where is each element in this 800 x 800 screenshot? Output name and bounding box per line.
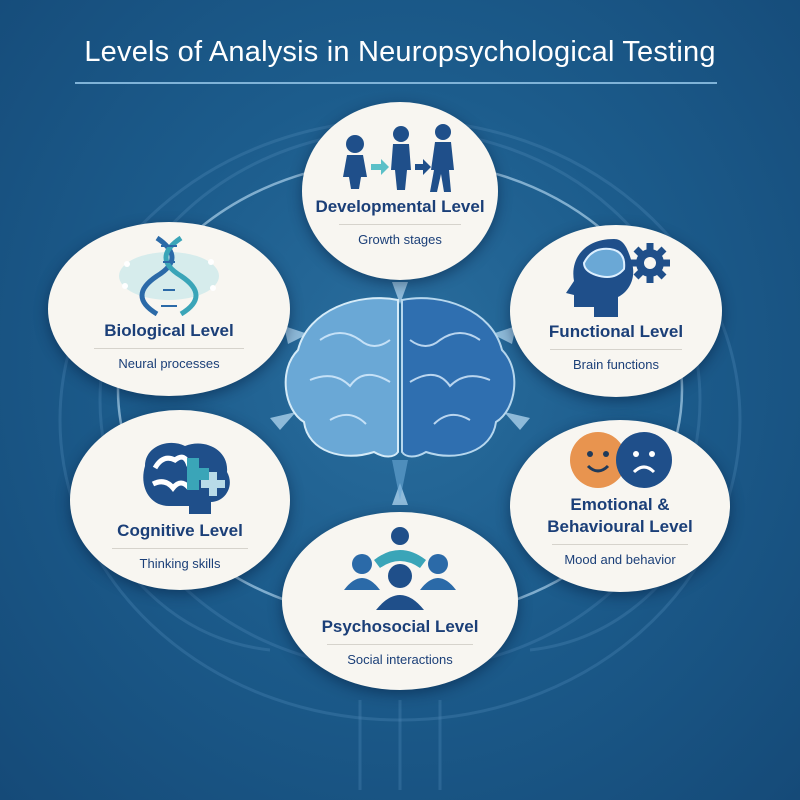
level-label: Cognitive Level [117,521,243,540]
people-group-icon [344,527,456,610]
level-description: Social interactions [347,652,453,667]
level-developmental: Developmental Level Growth stages [302,102,498,280]
dna-icon [119,235,219,316]
level-label: Functional Level [548,322,684,341]
level-description: Neural processes [118,356,220,371]
brain-puzzle-icon [143,442,230,514]
level-label: Biological Level [104,321,234,340]
child-growth-icon [343,124,454,192]
level-description: Growth stages [358,232,442,247]
level-description: Thinking skills [139,556,221,571]
level-description: Brain functions [573,357,659,372]
arrow-pointers [270,282,530,505]
level-label: Psychosocial Level [321,617,479,636]
brain-icon [284,297,516,500]
level-label: Developmental Level [315,197,485,216]
level-label: Emotional & Behavioural Level [547,495,693,536]
level-description: Mood and behavior [564,552,676,567]
happy-sad-faces-icon [570,432,672,488]
title-divider [75,82,717,84]
page-title: Levels of Analysis in Neuropsychological… [84,36,716,68]
level-psychosocial: Psychosocial Level Social interactions [282,512,518,690]
level-functional: Functional Level Brain functions [510,225,722,397]
head-gear-icon [566,239,670,317]
level-biological: Biological Level Neural processes [48,222,290,396]
level-cognitive: Cognitive Level Thinking skills [70,410,290,590]
level-emotional: Emotional & Behavioural Level Mood and b… [510,420,730,592]
